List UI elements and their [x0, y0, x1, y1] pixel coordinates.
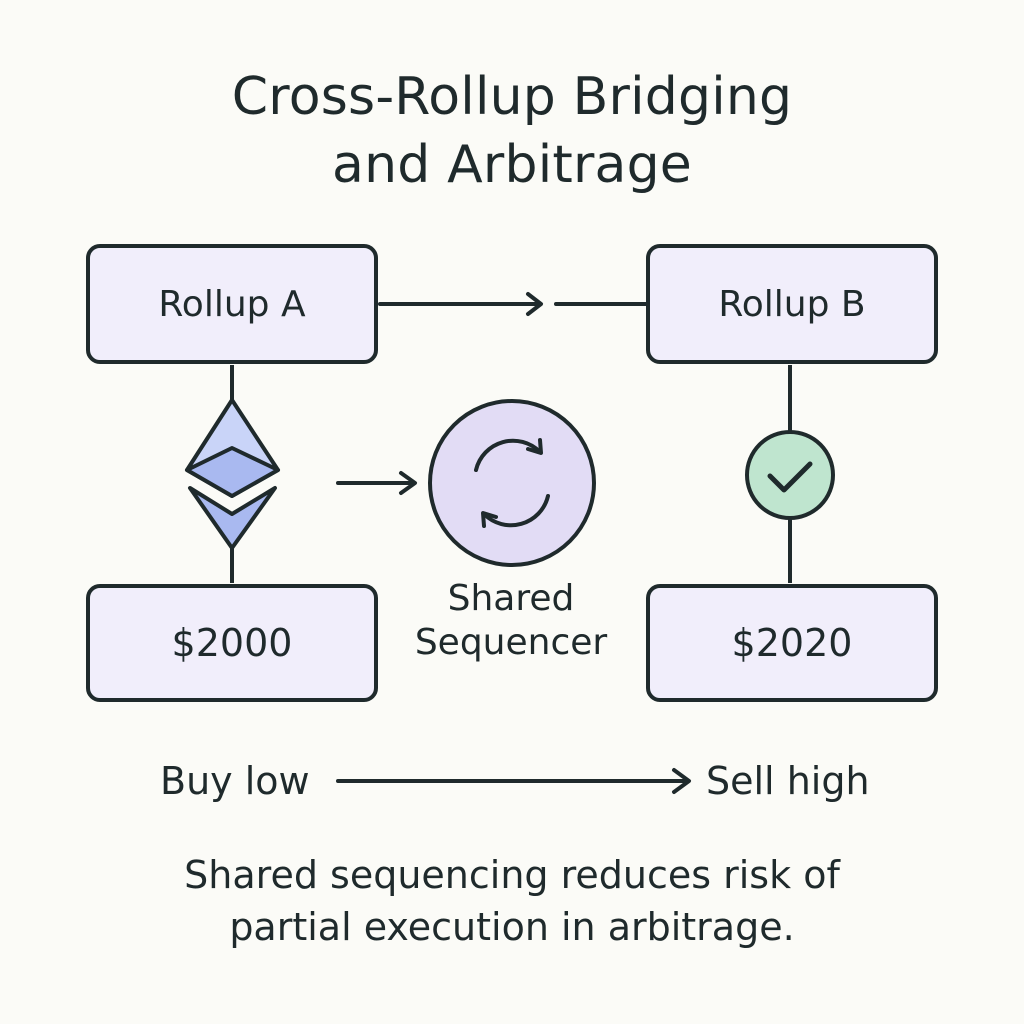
- rollup-b-price: $2020: [731, 621, 853, 665]
- sequencer-arrow: [336, 471, 417, 495]
- ethereum-icon: [185, 398, 280, 550]
- caption-line-2: partial execution in arbitrage.: [229, 905, 795, 949]
- rollup-b-price-box: $2020: [646, 584, 938, 702]
- bridge-arrow: [378, 292, 650, 316]
- buy-sell-arrow: [336, 768, 691, 794]
- rollup-a-box: Rollup A: [86, 244, 378, 364]
- rollup-b-box: Rollup B: [646, 244, 938, 364]
- shared-sequencer-node: [428, 399, 596, 567]
- sequencer-label-line-1: Shared: [447, 578, 575, 619]
- caption-line-1: Shared sequencing reduces risk of: [184, 853, 840, 897]
- title-line-2: and Arbitrage: [332, 135, 692, 195]
- rollup-a-price: $2000: [171, 621, 293, 665]
- checkmark-icon: [745, 430, 835, 520]
- sequencer-label-line-2: Sequencer: [414, 622, 608, 663]
- rollup-b-label: Rollup B: [718, 283, 866, 325]
- rollup-a-price-box: $2000: [86, 584, 378, 702]
- title-line-1: Cross-Rollup Bridging: [231, 67, 793, 127]
- refresh-cycle-icon: [474, 438, 550, 528]
- sell-high-label: Sell high: [706, 759, 870, 803]
- rollup-a-label: Rollup A: [158, 283, 306, 325]
- buy-low-label: Buy low: [160, 759, 310, 803]
